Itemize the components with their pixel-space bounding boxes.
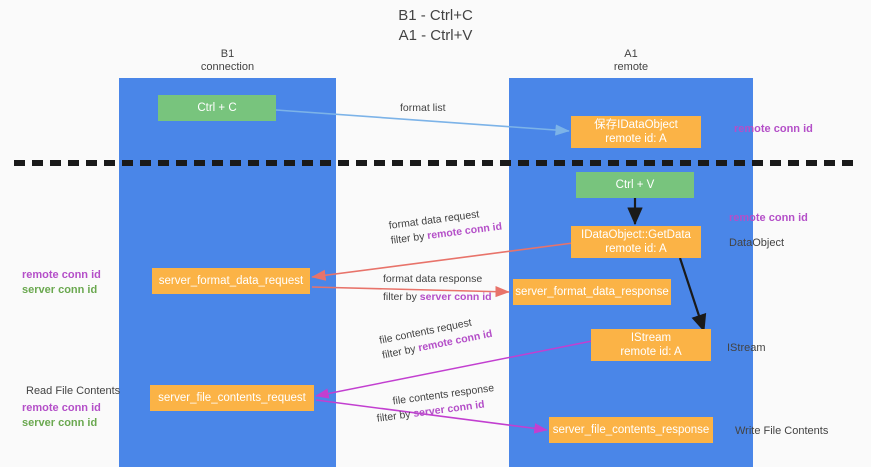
- edge-label-format-list: format list: [400, 102, 446, 114]
- lane-b1-title: B1 connection: [200, 48, 255, 73]
- node-server-file-contents-request[interactable]: server_file_contents_request: [150, 385, 314, 411]
- annot-server-conn-id: server conn id: [22, 417, 98, 429]
- annot-left-read-file-contents: Read File Contents: [26, 384, 120, 399]
- edge-label-format-data-response-filter: filter by server conn id: [383, 290, 492, 305]
- annot-text: Read File Contents: [26, 385, 121, 397]
- filter-prefix: filter by: [390, 230, 429, 247]
- edge-label-file-contents-request: file contents request filter by remote c…: [378, 312, 494, 363]
- annot-remote-conn-id: remote conn id: [22, 269, 101, 281]
- annot-right-remote-conn-id-top: remote conn id: [734, 122, 813, 137]
- node-ctrl-c[interactable]: Ctrl + C: [158, 95, 276, 121]
- lane-a1-title: A1 remote: [613, 48, 649, 73]
- annot-right-istream: IStream: [727, 341, 766, 356]
- annot-text: IStream: [727, 342, 766, 354]
- node-istream[interactable]: IStream remote id: A: [591, 329, 711, 361]
- annot-text: Write File Contents: [735, 425, 829, 437]
- annot-text: remote conn id: [729, 212, 808, 224]
- filter-prefix: filter by: [383, 291, 420, 303]
- node-idataobject-getdata[interactable]: IDataObject::GetData remote id: A: [571, 226, 701, 258]
- annot-text: DataObject: [729, 237, 785, 249]
- page-title: B1 - Ctrl+C A1 - Ctrl+V: [398, 7, 473, 44]
- annot-server-conn-id: server conn id: [22, 284, 98, 296]
- annot-text: remote conn id: [734, 123, 813, 135]
- node-ctrl-v[interactable]: Ctrl + V: [576, 172, 694, 198]
- annot-remote-conn-id: remote conn id: [22, 402, 101, 414]
- filter-key: server conn id: [419, 291, 492, 303]
- edge-label-format-data-response-main: format data response: [383, 273, 483, 285]
- node-server-file-contents-response[interactable]: server_file_contents_response: [549, 417, 713, 443]
- node-server-format-data-request[interactable]: server_format_data_request: [152, 268, 310, 294]
- annot-right-remote-conn-id-mid: remote conn id: [729, 211, 808, 226]
- annot-right-dataobject: DataObject: [729, 236, 784, 251]
- node-save-idataobject[interactable]: 保存IDataObject remote id: A: [571, 116, 701, 148]
- annot-left-conn-ids-2: remote conn id server conn id: [22, 401, 101, 431]
- filter-prefix: filter by: [376, 407, 415, 425]
- edge-label-format-data-request: format data request filter by remote con…: [388, 205, 503, 249]
- annot-left-conn-ids: remote conn id server conn id: [22, 268, 101, 298]
- edge-label-file-contents-response: file contents response filter by server …: [374, 381, 497, 427]
- node-server-format-data-response[interactable]: server_format_data_response: [513, 279, 671, 305]
- edge-label-format-data-response: format data response filter by server co…: [383, 272, 492, 305]
- annot-right-write-file-contents: Write File Contents: [735, 424, 828, 439]
